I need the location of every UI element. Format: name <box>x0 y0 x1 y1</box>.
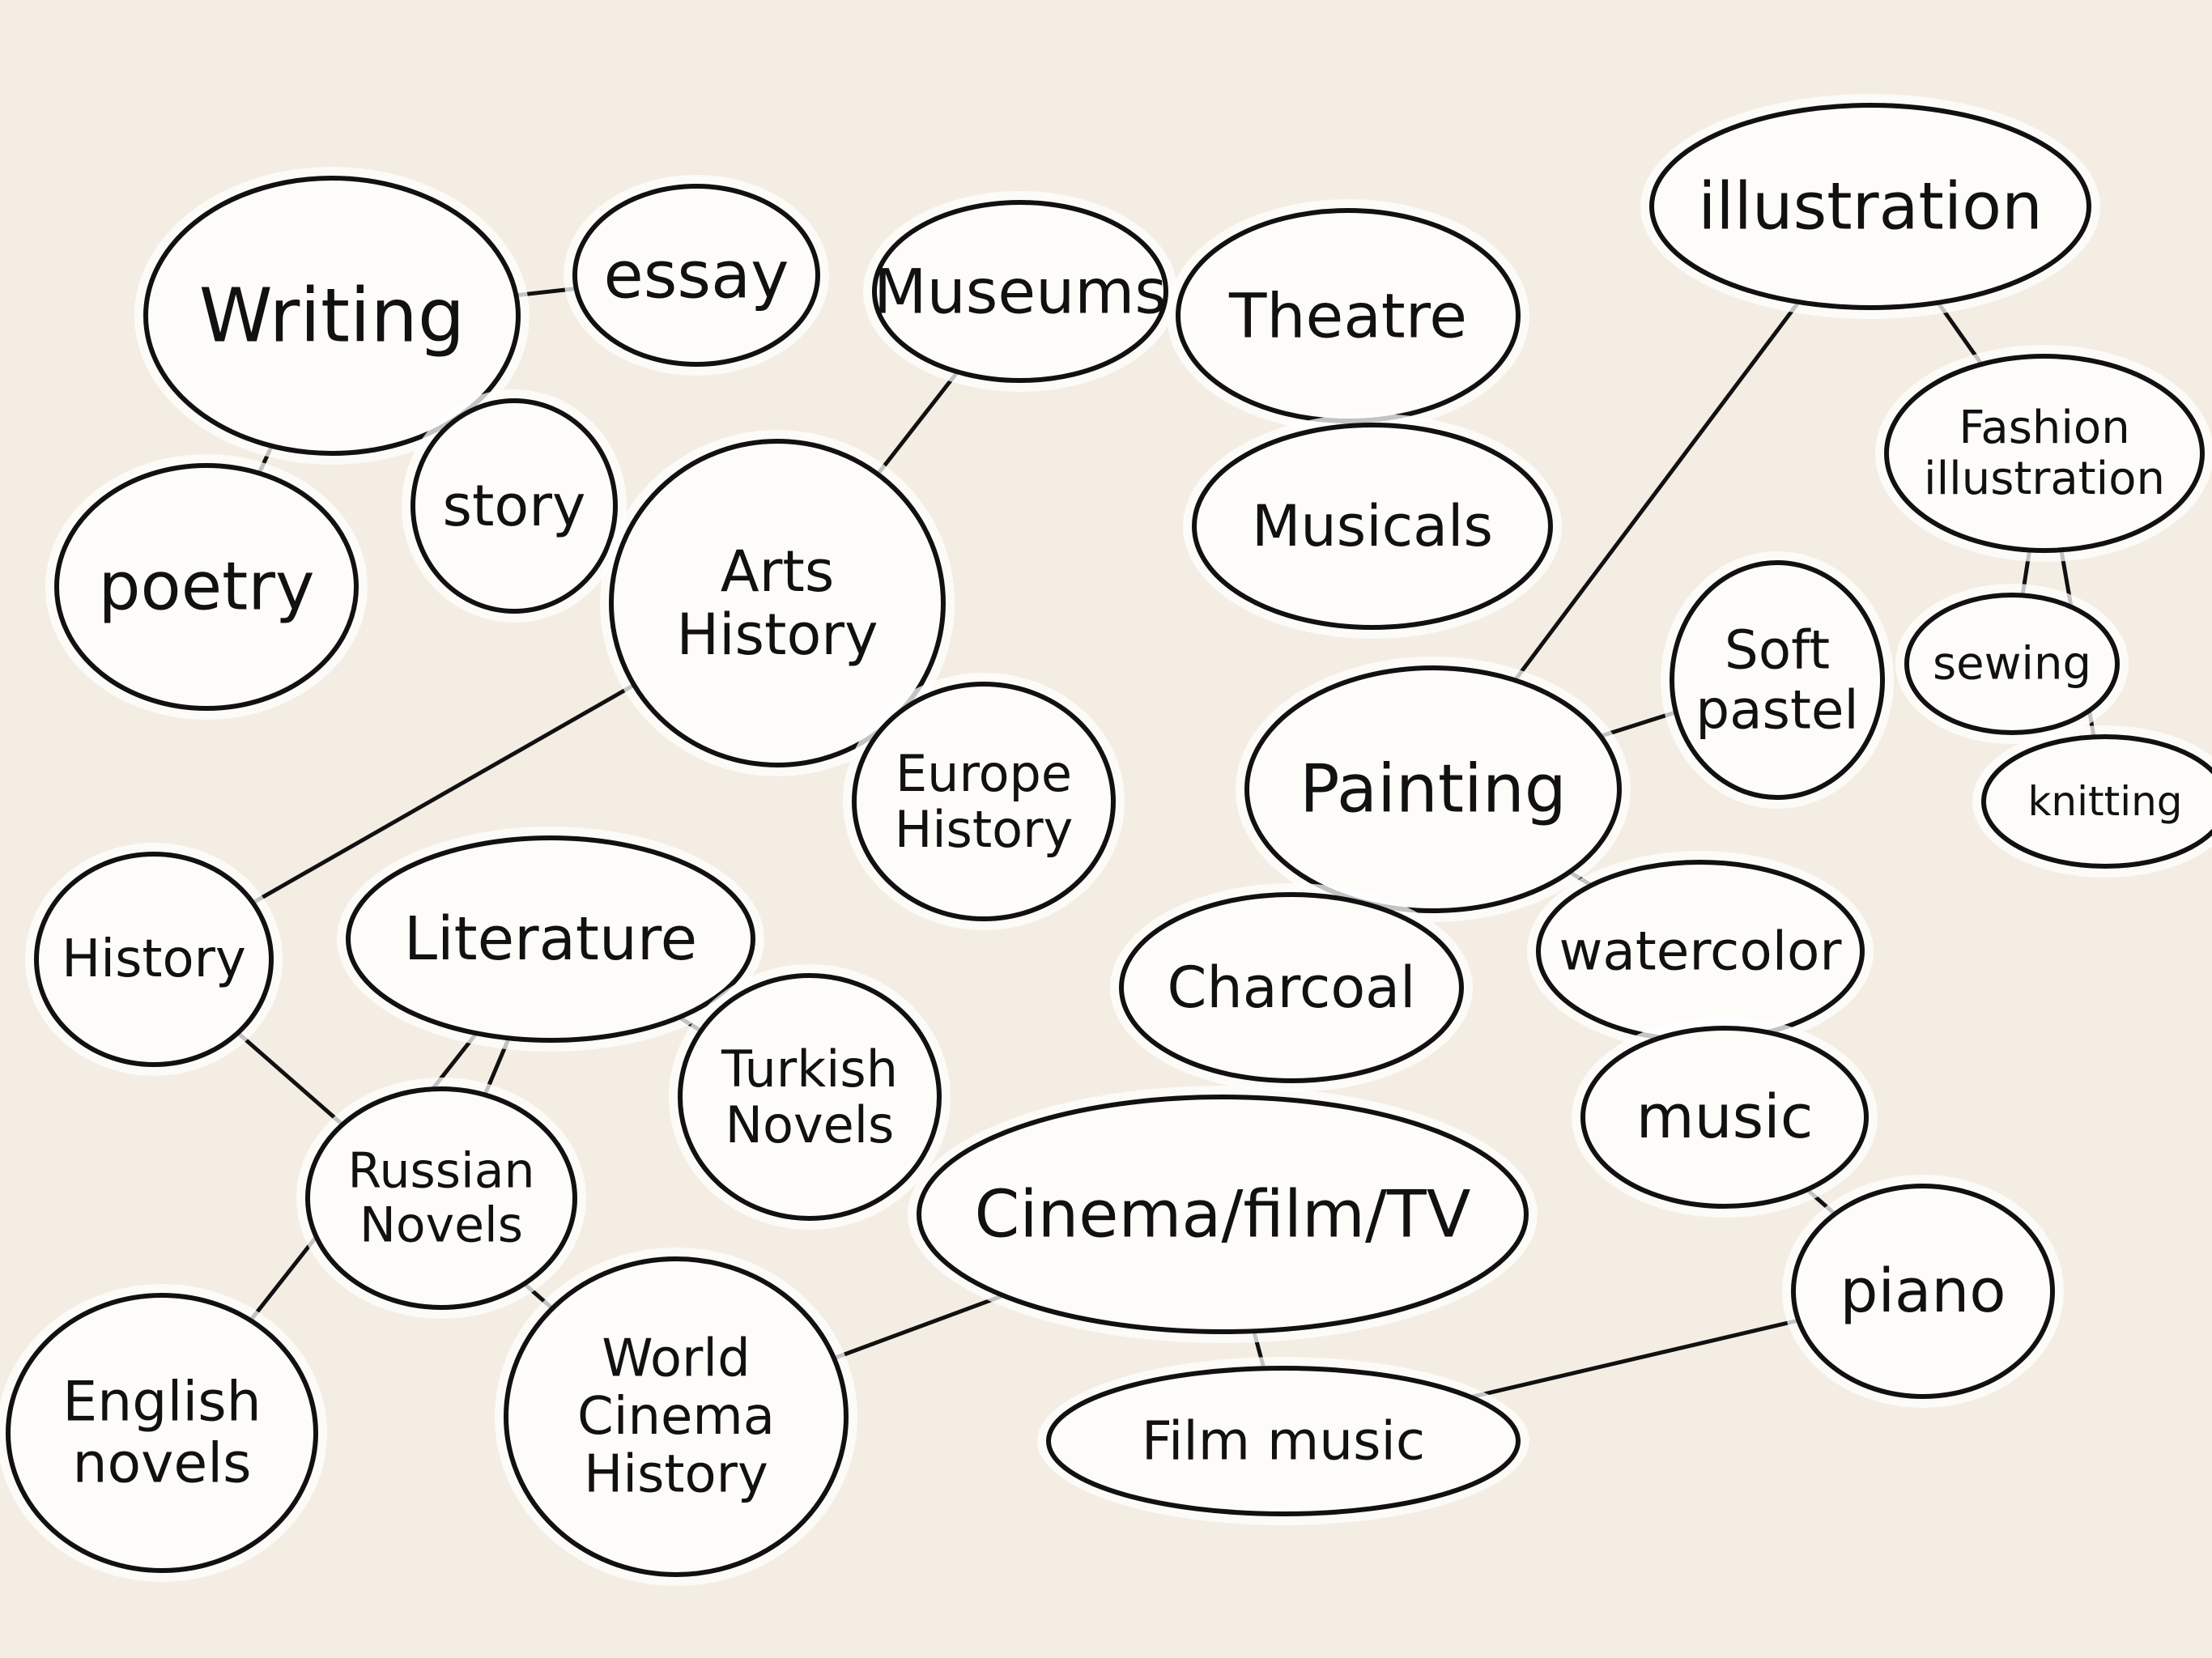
bubble-illustration: illustration <box>1640 94 2100 319</box>
bubble-label: watercolor <box>1559 920 1842 983</box>
bubble-outline <box>872 200 1168 383</box>
bubble-watercolor: watercolor <box>1527 851 1874 1052</box>
bubble-label: Arts <box>721 538 835 605</box>
bubble-label: novels <box>72 1432 251 1496</box>
bubble-outline <box>678 973 942 1221</box>
bubble-outline <box>305 1086 577 1310</box>
bubble-label: Museums <box>874 256 1167 328</box>
bubble-outline <box>1580 1026 1869 1209</box>
bubble-outline <box>852 682 1116 921</box>
bubble-music: music <box>1572 1017 1878 1218</box>
bubble-cinema: Cinema/film/TV <box>908 1086 1538 1343</box>
bubble-theatre: Theatre <box>1167 199 1529 432</box>
bubble-essay: essay <box>564 175 829 376</box>
bubble-label: Turkish <box>721 1039 898 1099</box>
bubble-label: illustration <box>1924 453 2165 505</box>
bubble-label: Novels <box>359 1197 523 1254</box>
bubble-label: Musicals <box>1252 493 1493 559</box>
bubble-charcoal: Charcoal <box>1110 883 1473 1092</box>
bubble-writing: Writing <box>134 167 530 465</box>
bubble-outline <box>572 184 820 367</box>
bubble-outline <box>410 398 618 614</box>
bubble-painting: Painting <box>1236 657 1631 922</box>
bubble-label: piano <box>1840 1256 2006 1326</box>
bubble-outline <box>504 1256 849 1577</box>
bubble-label: Theatre <box>1228 280 1467 352</box>
bubble-film-music: Film music <box>1037 1357 1529 1525</box>
bubble-outline <box>143 176 521 456</box>
bubble-label: Writing <box>199 273 466 359</box>
topic-bubbles: Writing essay poetry story Museums TheatreMus… <box>0 94 2212 1586</box>
bubble-label: Charcoal <box>1167 954 1415 1021</box>
bubble-outline <box>54 463 359 711</box>
bubble-label: Soft <box>1725 619 1830 682</box>
bubble-label: story <box>443 473 586 539</box>
bubble-label: Russian <box>347 1142 534 1199</box>
bubble-label: Novels <box>725 1095 895 1154</box>
bubble-museums: Museums <box>863 191 1177 392</box>
bubble-musicals: Musicals <box>1183 414 1562 639</box>
bubble-outline <box>34 852 274 1067</box>
bubble-literature: Literature <box>337 827 764 1052</box>
bubble-label: History <box>62 929 246 989</box>
bubble-label: Fashion <box>1959 402 2129 454</box>
bubble-outline <box>1244 665 1622 913</box>
bubble-outline <box>1981 734 2212 869</box>
bubble-label: pastel <box>1695 678 1859 741</box>
bubble-outline <box>1670 560 1885 800</box>
bubble-outline <box>1649 103 2091 310</box>
bubble-sewing: sewing <box>1895 584 2129 744</box>
bubble-label: History <box>895 800 1074 859</box>
bubble-outline <box>1904 593 2120 735</box>
bubble-outline <box>1046 1366 1521 1516</box>
bubble-label: Painting <box>1300 751 1567 828</box>
bubble-knitting: knitting <box>1972 725 2212 878</box>
bubble-label: History <box>584 1445 768 1505</box>
bubble-label: music <box>1636 1082 1814 1152</box>
bubble-label: World <box>602 1329 750 1388</box>
bubble-label: Literature <box>404 904 697 974</box>
bubble-outline <box>1192 423 1553 630</box>
bubble-outline <box>1884 354 2205 553</box>
bubble-outline <box>1119 892 1464 1083</box>
bubble-history: History <box>25 843 283 1076</box>
bubble-outline <box>609 439 946 767</box>
bubble-piano: piano <box>1782 1175 2064 1408</box>
bubble-outline <box>917 1095 1529 1334</box>
bubble-outline <box>1791 1184 2055 1399</box>
bubble-label: Film music <box>1142 1410 1425 1473</box>
bubble-label: History <box>676 602 878 668</box>
bubble-label: sewing <box>1933 638 2091 691</box>
bubble-label: essay <box>604 238 789 313</box>
bubble-label: Europe <box>895 744 1072 803</box>
bubble-label: Cinema <box>577 1387 775 1447</box>
bubble-label: Cinema/film/TV <box>974 1177 1470 1252</box>
bubble-poetry: poetry <box>45 454 368 720</box>
bubble-outline <box>346 835 755 1043</box>
bubble-outline <box>6 1293 318 1573</box>
bubble-story: story <box>402 389 627 623</box>
bubble-label: knitting <box>2027 778 2182 825</box>
bubble-label: illustration <box>1698 169 2043 244</box>
bubble-label: English <box>62 1370 262 1434</box>
bubble-label: poetry <box>98 549 314 626</box>
